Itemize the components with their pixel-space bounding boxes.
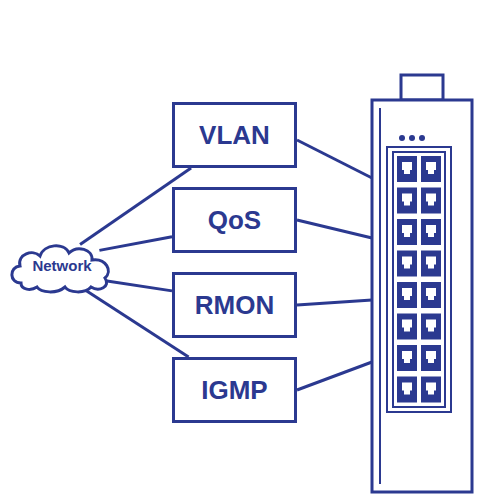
feature-label: RMON <box>195 291 274 320</box>
port <box>397 345 417 371</box>
port <box>397 314 417 340</box>
network-cloud: Network <box>7 239 117 293</box>
port <box>397 219 417 245</box>
feature-box: IGMP <box>172 357 297 423</box>
switch-rail <box>379 108 381 484</box>
port-socket <box>426 288 436 300</box>
switch-top-tab <box>401 75 443 100</box>
port-socket <box>426 351 436 363</box>
port <box>421 314 441 340</box>
switch-link <box>297 300 372 305</box>
port <box>397 156 417 182</box>
feature-box: RMON <box>172 272 297 338</box>
feature-label: VLAN <box>199 121 270 150</box>
port <box>421 377 441 403</box>
switch-link <box>297 220 372 238</box>
port <box>421 251 441 277</box>
switch-port-panel <box>393 152 445 407</box>
port <box>421 219 441 245</box>
port <box>421 282 441 308</box>
port-socket <box>426 225 436 237</box>
port-socket <box>402 383 412 395</box>
port-socket <box>426 257 436 269</box>
port-socket <box>402 351 412 363</box>
port-socket <box>426 162 436 174</box>
port <box>421 188 441 214</box>
port <box>421 156 441 182</box>
switch-leds <box>399 135 425 141</box>
switch-panel-frame <box>387 147 451 412</box>
port-socket <box>426 194 436 206</box>
port-socket <box>402 225 412 237</box>
network-link <box>102 280 172 291</box>
port-socket <box>402 194 412 206</box>
switch-link <box>297 362 372 390</box>
port-socket <box>402 320 412 332</box>
port-socket <box>426 320 436 332</box>
feature-label: IGMP <box>201 376 267 405</box>
feature-label: QoS <box>208 206 261 235</box>
feature-box: VLAN <box>172 102 297 168</box>
port <box>397 188 417 214</box>
port <box>397 251 417 277</box>
port <box>397 377 417 403</box>
port-socket <box>426 383 436 395</box>
port-socket <box>402 162 412 174</box>
switch-body <box>372 100 472 492</box>
port-socket <box>402 257 412 269</box>
port-socket <box>402 288 412 300</box>
port <box>397 282 417 308</box>
switch-link <box>297 140 372 178</box>
network-link <box>99 237 172 251</box>
feature-box: QoS <box>172 187 297 253</box>
cloud-label: Network <box>32 258 91 275</box>
port <box>421 345 441 371</box>
switch-ports <box>397 156 441 403</box>
